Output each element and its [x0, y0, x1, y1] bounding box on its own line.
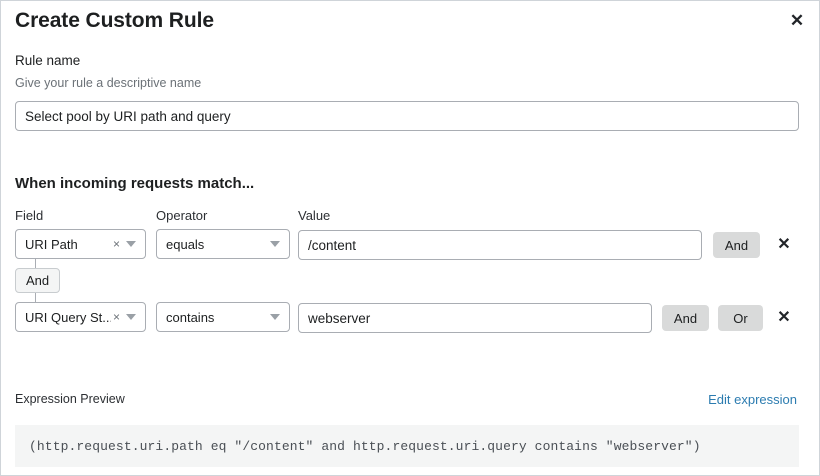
clear-icon[interactable]: × — [112, 237, 120, 251]
column-header-operator: Operator — [156, 208, 208, 223]
field-select-row-1-value: URI Path — [25, 236, 78, 252]
edit-expression-link[interactable]: Edit expression — [708, 392, 797, 407]
chevron-down-icon — [270, 241, 280, 247]
or-button-row-2[interactable]: Or — [718, 305, 763, 331]
field-select-row-2[interactable]: URI Query St... × — [15, 302, 146, 332]
column-header-field: Field — [15, 208, 44, 223]
operator-select-row-1-value: equals — [166, 236, 205, 252]
delete-row-2-icon[interactable]: ✕ — [777, 309, 791, 326]
connector-line-top — [35, 259, 36, 269]
operator-select-row-1[interactable]: equals — [156, 229, 290, 259]
delete-row-1-icon[interactable]: ✕ — [777, 236, 791, 253]
rule-name-help-text: Give your rule a descriptive name — [15, 76, 202, 90]
value-input-row-1[interactable] — [298, 230, 702, 260]
connector-line-bottom — [35, 293, 36, 302]
expression-preview-text: (http.request.uri.path eq "/content" and… — [29, 438, 701, 454]
chevron-down-icon — [126, 241, 136, 247]
field-select-row-2-value: URI Query St... — [25, 309, 111, 325]
column-header-value: Value — [298, 208, 331, 223]
rule-name-input[interactable] — [15, 101, 799, 131]
field-select-row-1[interactable]: URI Path × — [15, 229, 146, 259]
close-icon[interactable]: ✕ — [789, 10, 805, 30]
chevron-down-icon — [126, 314, 136, 320]
operator-select-row-2-value: contains — [166, 309, 215, 325]
clear-icon[interactable]: × — [112, 310, 120, 324]
page-title: Create Custom Rule — [15, 9, 214, 32]
expression-preview-label: Expression Preview — [15, 392, 125, 406]
rule-name-label: Rule name — [15, 53, 81, 68]
connector-and-badge[interactable]: And — [15, 268, 61, 293]
and-button-row-1[interactable]: And — [713, 232, 760, 258]
chevron-down-icon — [270, 314, 280, 320]
match-section-heading: When incoming requests match... — [15, 175, 255, 192]
operator-select-row-2[interactable]: contains — [156, 302, 290, 332]
value-input-row-2[interactable] — [298, 303, 652, 333]
and-button-row-2[interactable]: And — [662, 305, 709, 331]
expression-preview-box: (http.request.uri.path eq "/content" and… — [15, 425, 799, 467]
